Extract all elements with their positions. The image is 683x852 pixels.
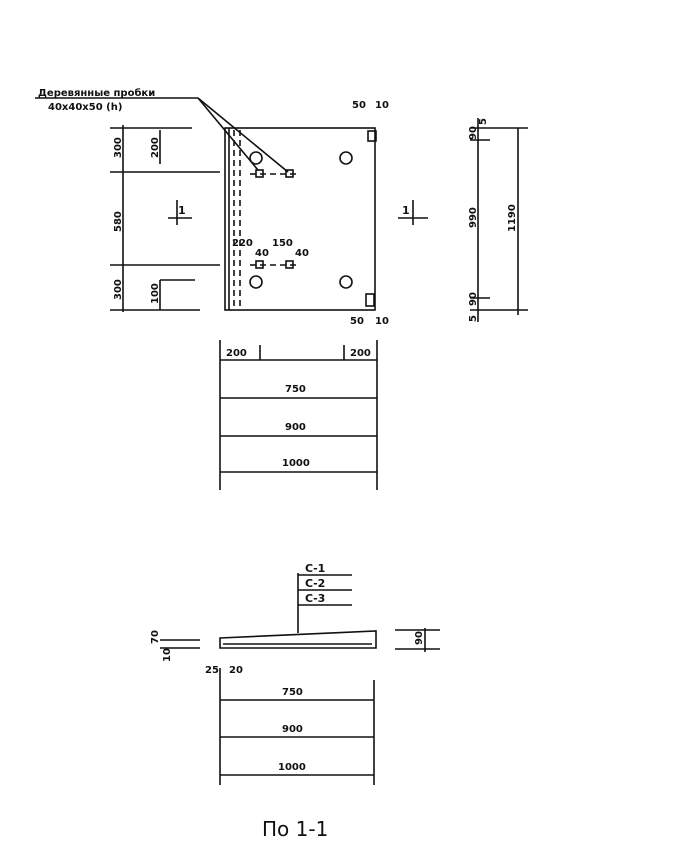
dim-1000: 1000 bbox=[282, 458, 310, 469]
dim-90-top: 90 bbox=[468, 126, 479, 140]
dim-20: 20 bbox=[229, 665, 243, 676]
dim-100: 100 bbox=[150, 283, 161, 304]
dim-top-50: 50 bbox=[352, 100, 366, 111]
dim-25: 25 bbox=[205, 665, 219, 676]
section-mark-right: 1 bbox=[402, 204, 410, 217]
left-dimensions: 300 580 300 200 100 1 1 bbox=[110, 125, 428, 312]
dim-900: 900 bbox=[285, 422, 306, 433]
dim-200-right: 200 bbox=[350, 348, 371, 359]
dim-150: 150 bbox=[272, 238, 293, 249]
dim-bot-50: 50 bbox=[350, 316, 364, 327]
dim-300-top: 300 bbox=[113, 137, 124, 158]
section-dim-900: 900 bbox=[282, 724, 303, 735]
dim-220: 220 bbox=[232, 238, 253, 249]
dim-90-bottom: 90 bbox=[468, 292, 479, 306]
mark-c3: С-3 bbox=[305, 592, 325, 605]
dim-200-left: 200 bbox=[226, 348, 247, 359]
callout-size: 40x40x50 (h) bbox=[48, 102, 122, 113]
dim-40b: 40 bbox=[295, 248, 309, 259]
dim-40a: 40 bbox=[255, 248, 269, 259]
section-caption: По 1-1 bbox=[262, 817, 328, 841]
slab-plan: 220 150 40 40 50 10 50 10 bbox=[224, 100, 389, 327]
dim-580: 580 bbox=[113, 211, 124, 232]
dim-5-bottom: 5 bbox=[468, 315, 479, 322]
dim-990: 990 bbox=[468, 207, 479, 228]
mark-c1: С-1 bbox=[305, 562, 325, 575]
section-dim-750: 750 bbox=[282, 687, 303, 698]
section-dim-1000: 1000 bbox=[278, 762, 306, 773]
section-mark-left: 1 bbox=[178, 204, 186, 217]
dim-70: 70 bbox=[150, 630, 161, 644]
plan-bottom-dimensions: 200 200 750 900 1000 bbox=[219, 340, 378, 490]
dim-750: 750 bbox=[285, 384, 306, 395]
mark-c2: С-2 bbox=[305, 577, 325, 590]
dim-5-top: 5 bbox=[478, 118, 489, 125]
dim-300-bottom: 300 bbox=[113, 279, 124, 300]
dim-10: 10 bbox=[162, 648, 173, 662]
wooden-plugs-callout: Деревянные пробки 40x40x50 (h) bbox=[35, 87, 289, 173]
dim-200: 200 bbox=[150, 137, 161, 158]
dim-1190: 1190 bbox=[507, 204, 518, 232]
section-view: С-1 С-2 С-3 90 70 10 25 20 750 900 1000 … bbox=[150, 562, 440, 841]
dim-90-section: 90 bbox=[414, 631, 425, 645]
right-dimensions: 5 90 990 90 5 1190 bbox=[468, 118, 528, 322]
callout-title: Деревянные пробки bbox=[38, 87, 155, 99]
dim-top-10: 10 bbox=[375, 100, 389, 111]
dim-bot-10: 10 bbox=[375, 316, 389, 327]
